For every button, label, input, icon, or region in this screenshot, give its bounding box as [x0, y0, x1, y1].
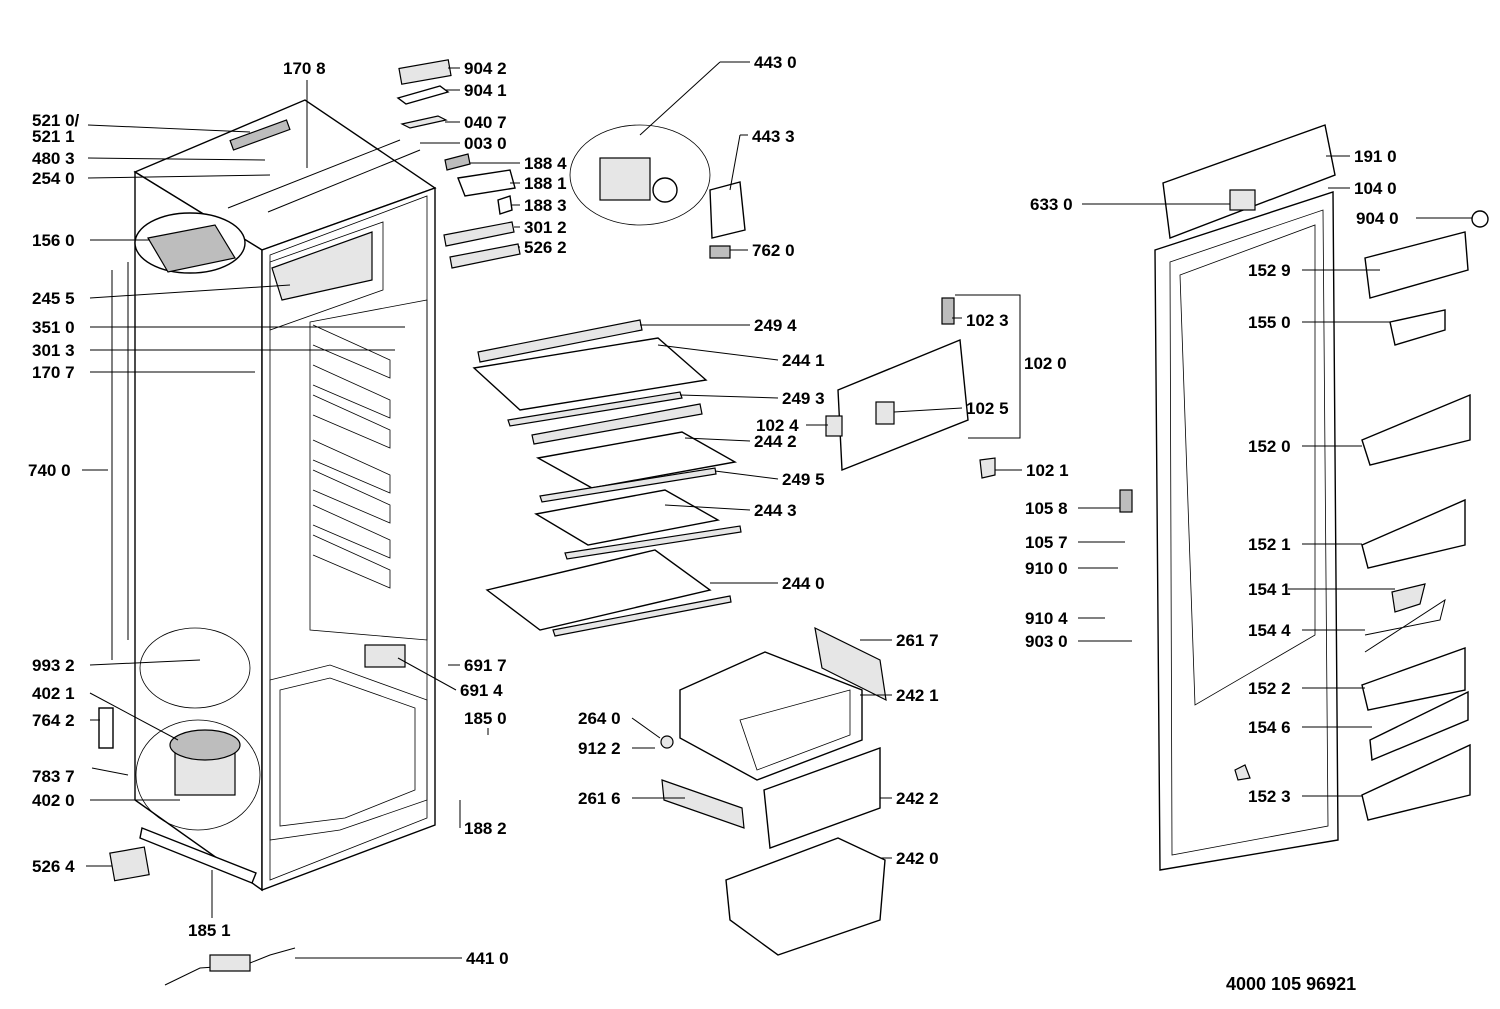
- callout-441-0: 441 0: [466, 949, 509, 968]
- drawers: [660, 626, 887, 956]
- callout-191-0: 191 0: [1354, 147, 1397, 166]
- callout-526-4: 526 4: [32, 857, 75, 876]
- callout-154-6: 154 6: [1248, 718, 1291, 737]
- callout-261-6: 261 6: [578, 789, 621, 808]
- callout-762-0: 762 0: [752, 241, 795, 260]
- callout-154-1: 154 1: [1248, 580, 1291, 599]
- callout-152-3: 152 3: [1248, 787, 1291, 806]
- callout-783-7: 783 7: [32, 767, 75, 786]
- callout-521-1: 521 1: [32, 127, 75, 146]
- callout-labels: 170 8 521 0/ 521 1 480 3 254 0 156 0 245…: [28, 53, 1399, 968]
- callout-993-2: 993 2: [32, 656, 75, 675]
- callout-188-4: 188 4: [524, 154, 567, 173]
- callout-903-0: 903 0: [1025, 632, 1068, 651]
- callout-443-3: 443 3: [752, 127, 795, 146]
- callout-170-7: 170 7: [32, 363, 75, 382]
- callout-740-0: 740 0: [28, 461, 71, 480]
- callout-102-0: 102 0: [1024, 354, 1067, 373]
- callout-254-0: 254 0: [32, 169, 75, 188]
- callout-301-3: 301 3: [32, 341, 75, 360]
- shelves: [472, 319, 742, 637]
- callout-102-4: 102 4: [756, 416, 799, 435]
- callout-102-5: 102 5: [966, 399, 1009, 418]
- callout-443-0: 443 0: [754, 53, 797, 72]
- callout-105-7: 105 7: [1025, 533, 1068, 552]
- callout-301-2: 301 2: [524, 218, 567, 237]
- callout-244-2: 244 2: [754, 432, 797, 451]
- callout-764-2: 764 2: [32, 711, 75, 730]
- callout-910-4: 910 4: [1025, 609, 1068, 628]
- callout-105-8: 105 8: [1025, 499, 1068, 518]
- callout-244-3: 244 3: [754, 501, 797, 520]
- callout-244-1: 244 1: [782, 351, 825, 370]
- callout-152-2: 152 2: [1248, 679, 1291, 698]
- callout-526-2: 526 2: [524, 238, 567, 257]
- drawing-number: 4000 105 96921: [1226, 974, 1356, 994]
- callout-156-0: 156 0: [32, 231, 75, 250]
- callout-102-1: 102 1: [1026, 461, 1069, 480]
- leader-lines: [82, 61, 1472, 959]
- callout-402-0: 402 0: [32, 791, 75, 810]
- callout-188-1: 188 1: [524, 174, 567, 193]
- callout-402-1: 402 1: [32, 684, 75, 703]
- callout-261-7: 261 7: [896, 631, 939, 650]
- callout-904-2: 904 2: [464, 59, 507, 78]
- callout-003-0: 003 0: [464, 134, 507, 153]
- callout-904-0: 904 0: [1356, 209, 1399, 228]
- fridge-door: [1154, 124, 1489, 871]
- callout-152-1: 152 1: [1248, 535, 1291, 554]
- callout-185-0: 185 0: [464, 709, 507, 728]
- callout-245-5: 245 5: [32, 289, 75, 308]
- callout-910-0: 910 0: [1025, 559, 1068, 578]
- callout-170-8: 170 8: [283, 59, 326, 78]
- callout-691-4: 691 4: [460, 681, 503, 700]
- callout-154-4: 154 4: [1248, 621, 1291, 640]
- callout-691-7: 691 7: [464, 656, 507, 675]
- freezer-flap: [825, 294, 1133, 513]
- callout-264-0: 264 0: [578, 709, 621, 728]
- callout-480-3: 480 3: [32, 149, 75, 168]
- callout-242-0: 242 0: [896, 849, 939, 868]
- callout-152-0: 152 0: [1248, 437, 1291, 456]
- callout-912-2: 912 2: [578, 739, 621, 758]
- top-parts: [396, 59, 746, 269]
- callout-633-0: 633 0: [1030, 195, 1073, 214]
- callout-104-0: 104 0: [1354, 179, 1397, 198]
- callout-242-1: 242 1: [896, 686, 939, 705]
- callout-155-0: 155 0: [1248, 313, 1291, 332]
- callout-152-9: 152 9: [1248, 261, 1291, 280]
- callout-249-4: 249 4: [754, 316, 797, 335]
- cabinet: [91, 99, 437, 986]
- callout-185-1: 185 1: [188, 921, 231, 940]
- callout-904-1: 904 1: [464, 81, 507, 100]
- callout-521-0: 521 0/: [32, 111, 80, 130]
- callout-102-3: 102 3: [966, 311, 1009, 330]
- callout-242-2: 242 2: [896, 789, 939, 808]
- callout-040-7: 040 7: [464, 113, 507, 132]
- callout-188-3: 188 3: [524, 196, 567, 215]
- callout-244-0: 244 0: [782, 574, 825, 593]
- callout-351-0: 351 0: [32, 318, 75, 337]
- callout-249-5: 249 5: [782, 470, 825, 489]
- callout-188-2: 188 2: [464, 819, 507, 838]
- callout-249-3: 249 3: [782, 389, 825, 408]
